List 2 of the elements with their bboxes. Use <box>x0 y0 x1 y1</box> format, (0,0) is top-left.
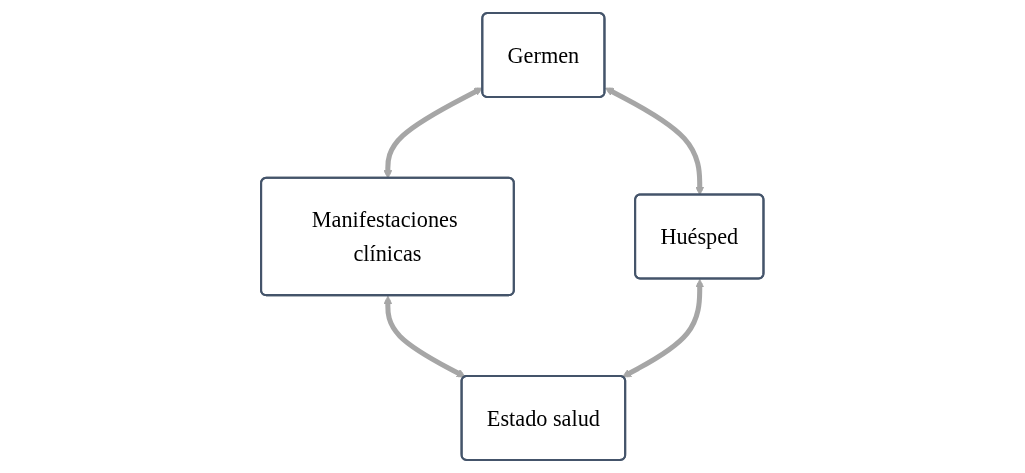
arrow <box>622 278 705 378</box>
arrow <box>383 295 466 378</box>
